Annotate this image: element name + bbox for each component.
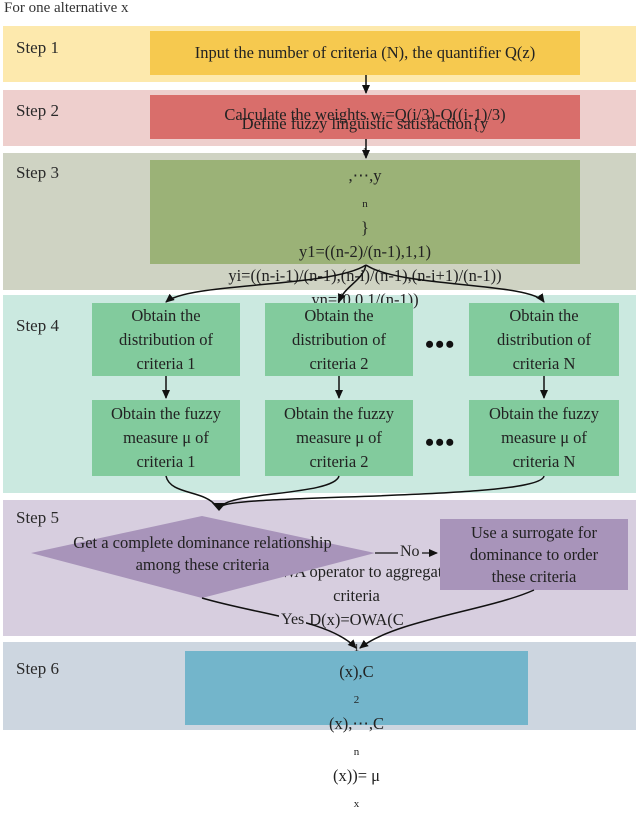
flow-connectors	[31, 75, 628, 649]
step-1-label: Step 1	[16, 38, 59, 57]
arrow-merge-point	[212, 503, 226, 511]
ellipsis-distribution: •••	[425, 330, 456, 359]
ellipsis-fuzzy: •••	[425, 428, 456, 457]
distribution-box-1: Obtain the distribution of criteria 1	[92, 303, 240, 376]
input-criteria-text: Input the number of criteria (N), the qu…	[194, 43, 536, 62]
arrow-step3-dist1	[165, 264, 367, 303]
calculate-weights-text: Calculate the weights wi=Q(i/3)-Q((i-1)/…	[224, 105, 506, 125]
step-2-label: Step 2	[16, 101, 59, 120]
define-satisfaction-line3: yi=((n-i-1)/(n-1),(n-i)/(n-1),(n-i+1)/(n…	[228, 266, 502, 285]
calculate-weights-box: Calculate the weights wi=Q(i/3)-Q((i-1)/…	[150, 95, 580, 139]
arrow-step3-distn	[365, 264, 545, 303]
fuzzy-measure-box-1: Obtain the fuzzy measure μ of criteria 1	[92, 400, 240, 476]
define-satisfaction-line2: y1=((n-2)/(n-1),1,1)	[298, 242, 432, 261]
step-3-label: Step 3	[16, 163, 59, 182]
step-5-label: Step 5	[16, 508, 59, 527]
arrow-surrogate-step6	[359, 589, 535, 649]
fuzzy-measure-box-n: Obtain the fuzzy measure μ of criteria N	[469, 400, 619, 476]
dominance-decision-text: Get a complete dominance relationship am…	[73, 533, 332, 574]
diagram-caption: For one alternative x	[4, 0, 129, 16]
input-criteria-box: Input the number of criteria (N), the qu…	[150, 31, 580, 75]
distribution-box-2: Obtain the distribution of criteria 2	[265, 303, 413, 376]
step-4-label: Step 4	[16, 316, 59, 335]
distribution-box-n: Obtain the distribution of criteria N	[469, 303, 619, 376]
yes-label: Yes	[279, 611, 307, 629]
dominance-decision-diamond	[31, 516, 375, 598]
no-label: No	[398, 543, 422, 561]
arrow-fuzzy1-decision	[165, 475, 217, 507]
surrogate-box	[440, 519, 628, 590]
step-6-label: Step 6	[16, 659, 59, 678]
arrow-fuzzyn-decision	[221, 475, 545, 507]
arrow-fuzzy2-decision	[221, 475, 340, 507]
fuzzy-measure-box-2: Obtain the fuzzy measure μ of criteria 2	[265, 400, 413, 476]
surrogate-text: Use a surrogate for dominance to order t…	[469, 522, 599, 586]
arrow-step3-dist2	[337, 264, 367, 303]
